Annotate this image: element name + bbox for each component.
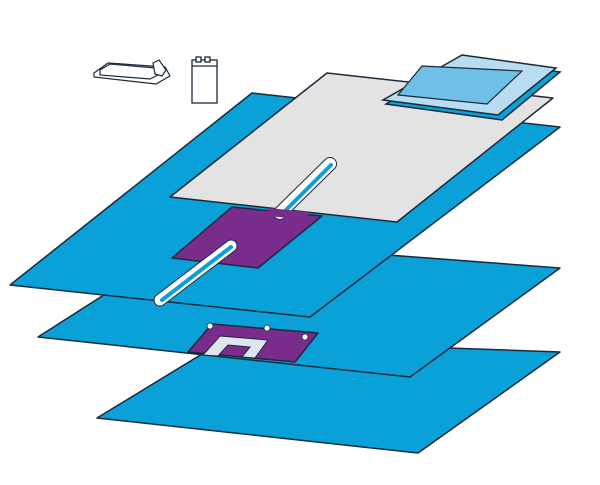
lower-slot xyxy=(153,239,238,307)
tablet-pack xyxy=(380,54,562,121)
upper-slot xyxy=(267,157,337,221)
small-tray-icon xyxy=(93,59,171,85)
small-bottle-icon xyxy=(191,56,218,104)
middle-purple-patch xyxy=(187,322,319,363)
